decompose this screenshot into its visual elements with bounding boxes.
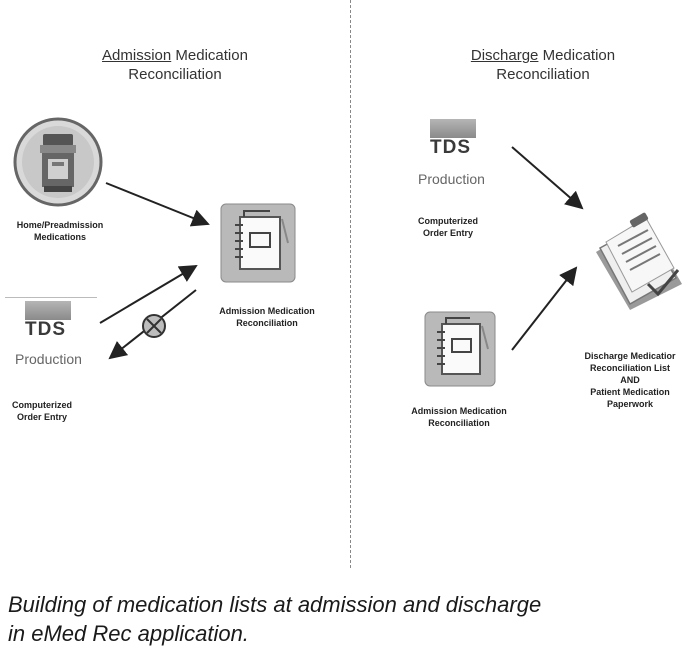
admission-heading-rest: Medication	[171, 47, 248, 64]
arrow-tds-to-admission	[99, 264, 198, 324]
admission-rec-label-right-2: Reconciliation	[428, 418, 490, 428]
admission-notebook-icon-right	[424, 311, 496, 387]
admission-rec-label-right-1: Admission Medication	[411, 406, 507, 416]
discharge-label-1: Discharge Medicatior	[584, 351, 676, 361]
cpoe-label-left-2: Order Entry	[16, 412, 67, 422]
tds-logo-right: TDS Production	[414, 115, 504, 187]
tds-logo-band	[25, 301, 71, 320]
arrow-tds-to-discharge	[511, 146, 584, 210]
tds-logo-rule	[5, 297, 97, 298]
discharge-heading-rest: Medication	[538, 47, 616, 64]
discharge-label-2: Reconciliation List	[589, 363, 670, 373]
admission-notebook-icon	[220, 203, 296, 283]
discharge-label-3: AND	[620, 375, 640, 385]
arrow-admission-to-discharge	[511, 266, 578, 351]
discharge-heading: Discharge Medication Reconciliation	[438, 46, 648, 84]
cpoe-label-left: Computerized Order Entry	[0, 399, 84, 423]
figure-caption: Building of medication lists at admissio…	[8, 590, 698, 648]
tds-logo-left: TDS Production	[5, 297, 97, 369]
discharge-heading-keyword: Discharge	[470, 47, 539, 64]
admission-rec-label-1: Admission Medication	[219, 306, 315, 316]
arrow-home-to-admission	[105, 182, 210, 227]
discharge-list-label: Discharge Medicatior Reconciliation List…	[560, 350, 700, 410]
home-meds-label: Home/Preadmission Medications	[0, 219, 120, 243]
tds-logo-subtitle: Production	[15, 351, 82, 367]
discharge-label-4: Patient Medication	[590, 387, 670, 397]
admission-rec-label-2: Reconciliation	[236, 318, 298, 328]
cpoe-label-right-1: Computerized	[417, 216, 478, 226]
tds-logo-band	[430, 119, 476, 138]
admission-rec-label-right: Admission Medication Reconciliation	[384, 405, 534, 429]
admission-heading-keyword: Admission	[102, 47, 172, 64]
tds-logo-title: TDS	[25, 319, 66, 340]
home-meds-label-1: Home/Preadmission	[16, 220, 104, 230]
discharge-label-5: Paperwork	[606, 399, 654, 409]
panel-divider	[350, 0, 351, 568]
admission-heading-line2: Reconciliation	[128, 66, 222, 83]
caption-line-1: Building of medication lists at admissio…	[8, 592, 542, 617]
blocked-icon	[142, 314, 166, 338]
clipboard-icon	[586, 212, 686, 312]
admission-heading: Admission Medication Reconciliation	[70, 46, 280, 84]
cpoe-label-right: Computerized Order Entry	[406, 215, 490, 239]
pill-bottle-icon	[12, 116, 104, 208]
admission-rec-label: Admission Medication Reconciliation	[196, 305, 338, 329]
discharge-heading-line2: Reconciliation	[496, 66, 590, 83]
cpoe-label-right-2: Order Entry	[422, 228, 473, 238]
tds-logo-title: TDS	[430, 137, 471, 158]
cpoe-label-left-1: Computerized	[11, 400, 72, 410]
home-meds-label-2: Medications	[33, 232, 86, 242]
tds-logo-subtitle: Production	[418, 171, 485, 187]
caption-line-2: in eMed Rec application.	[8, 621, 249, 646]
